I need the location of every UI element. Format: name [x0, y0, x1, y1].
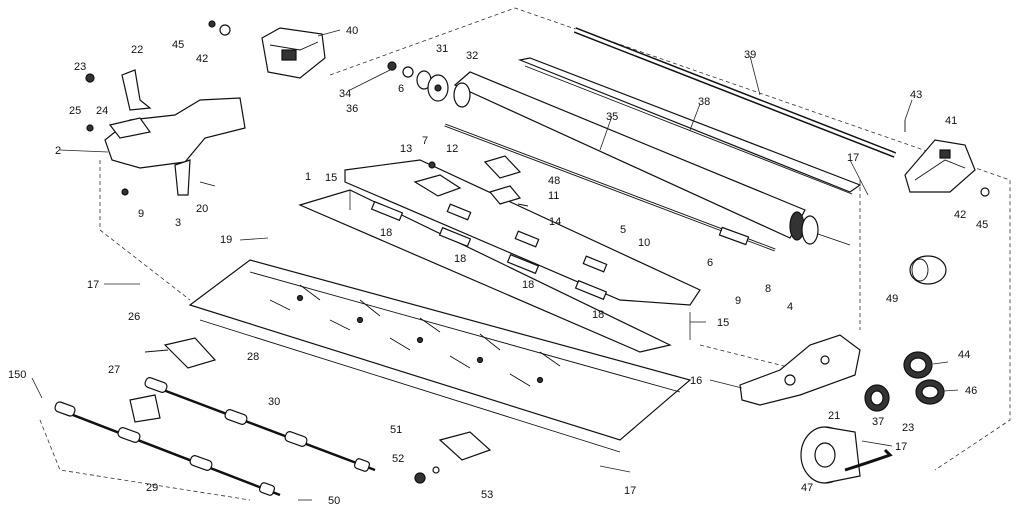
leader-lines	[31, 29, 959, 501]
callout-29: 29	[146, 482, 158, 494]
rail-38	[517, 57, 862, 195]
paper-guide-10	[298, 159, 701, 353]
callout-18-d: 18	[592, 309, 604, 321]
callout-6-top: 6	[398, 83, 404, 95]
shaft-5	[444, 123, 776, 252]
callout-2: 2	[55, 145, 61, 157]
callout-15-right: 15	[717, 317, 729, 329]
callout-35: 35	[606, 111, 618, 123]
callout-18-a: 18	[380, 227, 392, 239]
callout-53: 53	[481, 489, 493, 501]
base-frame	[188, 259, 692, 453]
left-bracket-2	[85, 69, 246, 196]
callout-17-motor: 17	[895, 441, 907, 453]
rod-30	[144, 377, 376, 472]
callout-43: 43	[910, 89, 922, 101]
callout-18-c: 18	[522, 279, 534, 291]
callout-14: 14	[549, 216, 561, 228]
callout-36: 36	[346, 103, 358, 115]
callout-150: 150	[8, 369, 26, 381]
callout-42-top: 42	[196, 53, 208, 65]
rod-29	[54, 401, 281, 497]
callout-31: 31	[436, 43, 448, 55]
callout-22: 22	[131, 44, 143, 56]
carriage-41	[904, 120, 990, 197]
callout-24: 24	[96, 105, 108, 117]
right-frame-16	[739, 334, 861, 406]
callout-17-left: 17	[87, 279, 99, 291]
platen-roller-35	[453, 71, 851, 246]
callout-44: 44	[958, 349, 970, 361]
lever-cluster-12	[413, 155, 529, 207]
motor-47	[800, 426, 893, 484]
gear-set-31-32	[387, 61, 449, 102]
callout-51: 51	[390, 424, 402, 436]
callout-27: 27	[108, 364, 120, 376]
callout-labels: 1 2 3 4 5 6 6 7 8 9 9 10 11 12 13 14 15 …	[8, 25, 988, 507]
callout-8: 8	[765, 283, 771, 295]
callout-1: 1	[305, 171, 311, 183]
rod-39	[573, 27, 897, 158]
callout-11: 11	[548, 190, 559, 202]
callout-30: 30	[268, 396, 280, 408]
callout-23-right: 23	[902, 422, 914, 434]
callout-45-right: 45	[976, 219, 988, 231]
callout-12: 12	[446, 143, 458, 155]
callout-23-left: 23	[74, 61, 86, 73]
callout-20: 20	[196, 203, 208, 215]
callout-17-bottom: 17	[624, 485, 636, 497]
callout-47: 47	[801, 482, 813, 494]
callout-13: 13	[400, 143, 412, 155]
callout-3: 3	[175, 217, 181, 229]
callout-40: 40	[346, 25, 358, 37]
callout-50: 50	[328, 495, 340, 507]
callout-25: 25	[69, 105, 81, 117]
callout-26: 26	[128, 311, 140, 323]
callout-28: 28	[247, 351, 259, 363]
callout-49: 49	[886, 293, 898, 305]
callout-18-b: 18	[454, 253, 466, 265]
callout-41: 41	[945, 115, 957, 127]
gear-44	[903, 351, 933, 379]
knob-49	[909, 255, 947, 285]
callout-48: 48	[548, 175, 560, 187]
callout-39: 39	[744, 49, 756, 61]
callout-5: 5	[620, 224, 626, 236]
callout-46: 46	[965, 385, 977, 397]
callout-19: 19	[220, 234, 232, 246]
gear-46	[915, 379, 945, 405]
callout-4: 4	[787, 301, 793, 313]
callout-45-top: 45	[172, 39, 184, 51]
callout-42-right: 42	[954, 209, 966, 221]
bracket-27	[129, 394, 161, 423]
callout-38: 38	[698, 96, 710, 108]
callout-34: 34	[339, 88, 351, 100]
callout-16: 16	[690, 375, 702, 387]
callout-21: 21	[828, 410, 840, 422]
bracket-51	[414, 431, 492, 484]
callout-9-right: 9	[735, 295, 741, 307]
bracket-26	[144, 337, 217, 369]
callout-6-right: 6	[707, 257, 713, 269]
callout-17-top: 17	[847, 152, 859, 164]
callout-52: 52	[392, 453, 404, 465]
callout-37: 37	[872, 416, 884, 428]
callout-9-left: 9	[138, 208, 144, 220]
callout-15-left: 15	[325, 172, 337, 184]
callout-10: 10	[638, 237, 650, 249]
gear-37	[864, 384, 890, 412]
callout-7: 7	[422, 135, 428, 147]
carriage-40	[208, 20, 326, 79]
callout-32: 32	[466, 50, 478, 62]
